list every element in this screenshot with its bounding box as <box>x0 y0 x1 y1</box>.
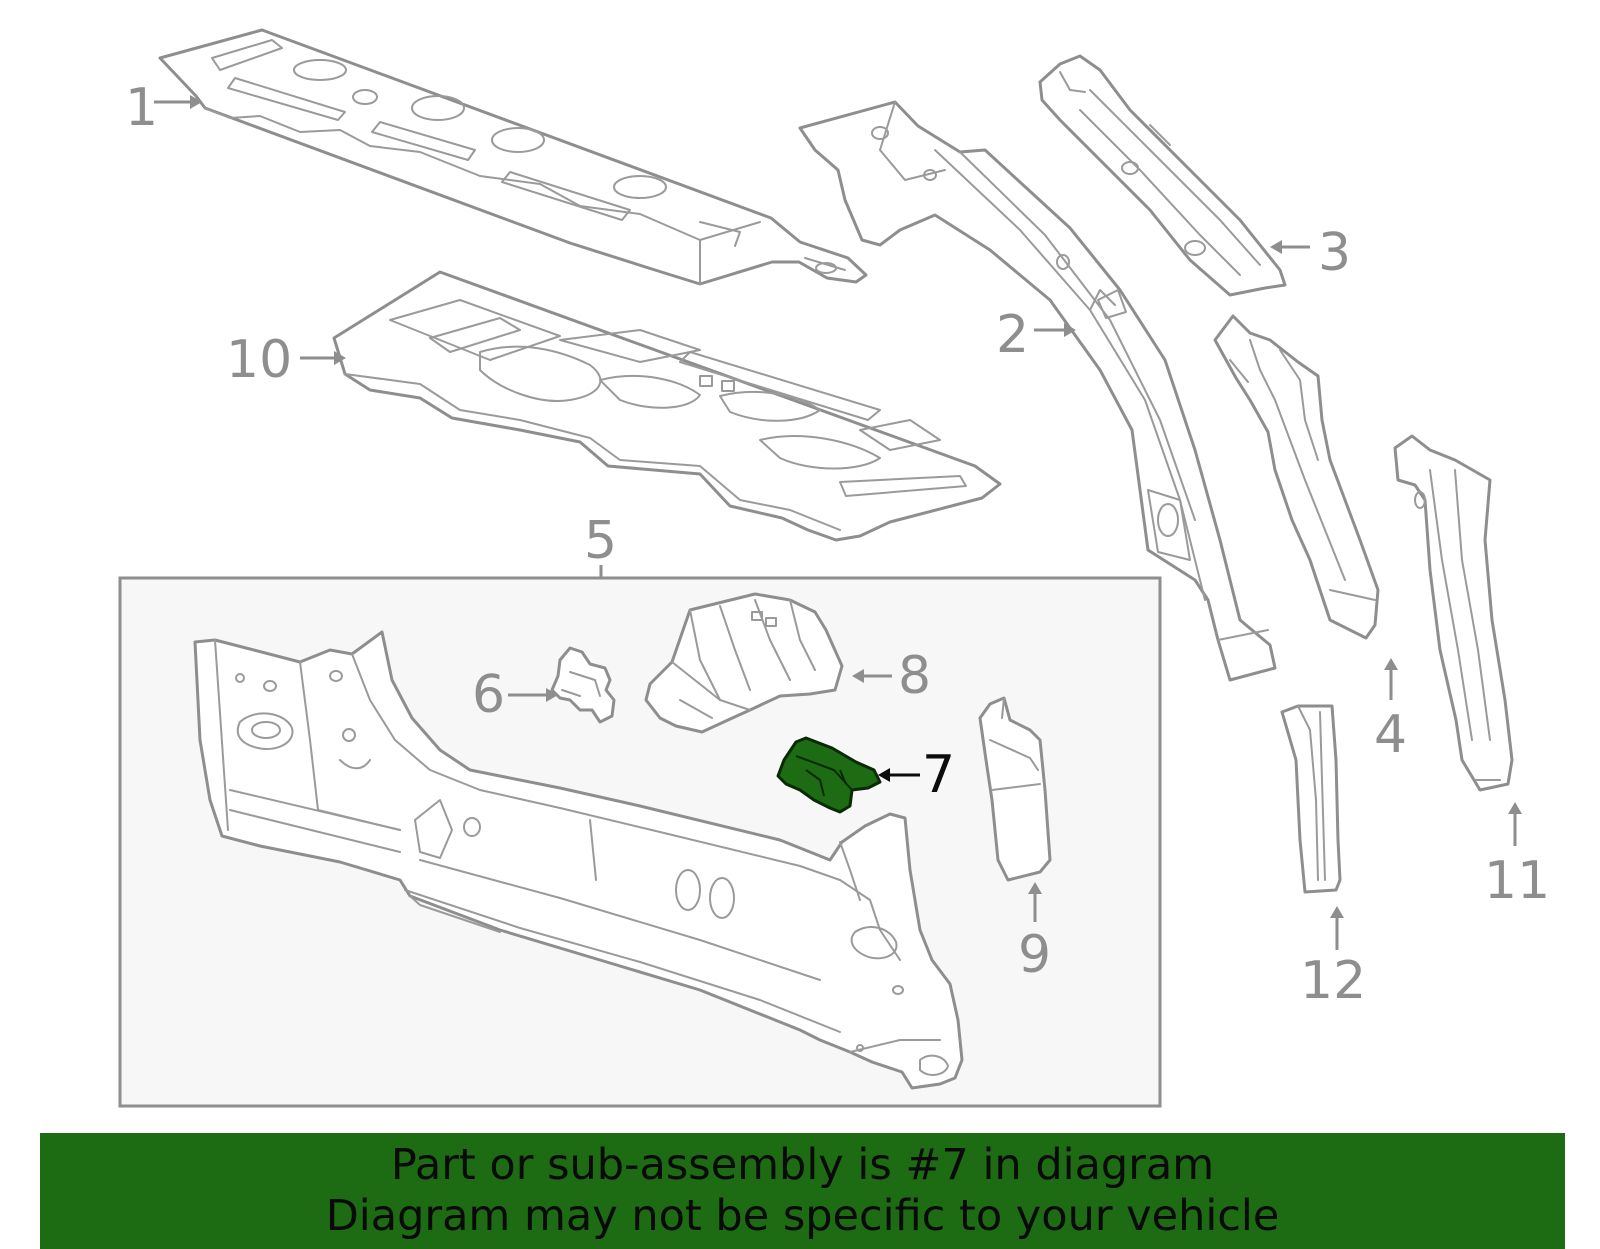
part-8-bracket <box>644 592 844 734</box>
part-7-highlighted-bracket <box>776 736 882 814</box>
callout-9: 9 <box>1018 925 1051 985</box>
callout-2: 2 <box>996 305 1029 365</box>
part-11-pillar-trim <box>1393 434 1514 792</box>
part-12-trim-strip <box>1280 704 1342 894</box>
leader-lines <box>154 95 1522 950</box>
part-2-pillar <box>798 100 1277 682</box>
callout-12: 12 <box>1300 951 1366 1011</box>
callout-3: 3 <box>1318 223 1351 283</box>
banner-line-part: Part or sub-assembly is #7 in diagram <box>390 1140 1215 1190</box>
callout-11: 11 <box>1484 851 1550 911</box>
part-10-floor-panel <box>332 270 1002 542</box>
callout-5: 5 <box>584 511 617 571</box>
callout-8: 8 <box>898 646 931 706</box>
callout-labels: 1 2 3 4 5 6 7 8 9 10 11 12 <box>125 78 1550 1011</box>
part-5-rear-panel-assembly <box>193 630 964 1090</box>
part-1-upper-panel <box>158 28 868 286</box>
callout-6: 6 <box>472 665 505 725</box>
banner-line-disclaimer: Diagram may not be specific to your vehi… <box>325 1191 1280 1241</box>
callout-7: 7 <box>922 745 955 805</box>
part-4-inner-panel <box>1213 314 1380 640</box>
callout-4: 4 <box>1374 705 1407 765</box>
part-9-panel <box>978 696 1052 882</box>
part-3-reinforcement <box>1038 54 1287 297</box>
callout-10: 10 <box>226 330 292 390</box>
callout-1: 1 <box>125 78 158 138</box>
info-banner: Part or sub-assembly is #7 in diagram Di… <box>40 1133 1565 1249</box>
